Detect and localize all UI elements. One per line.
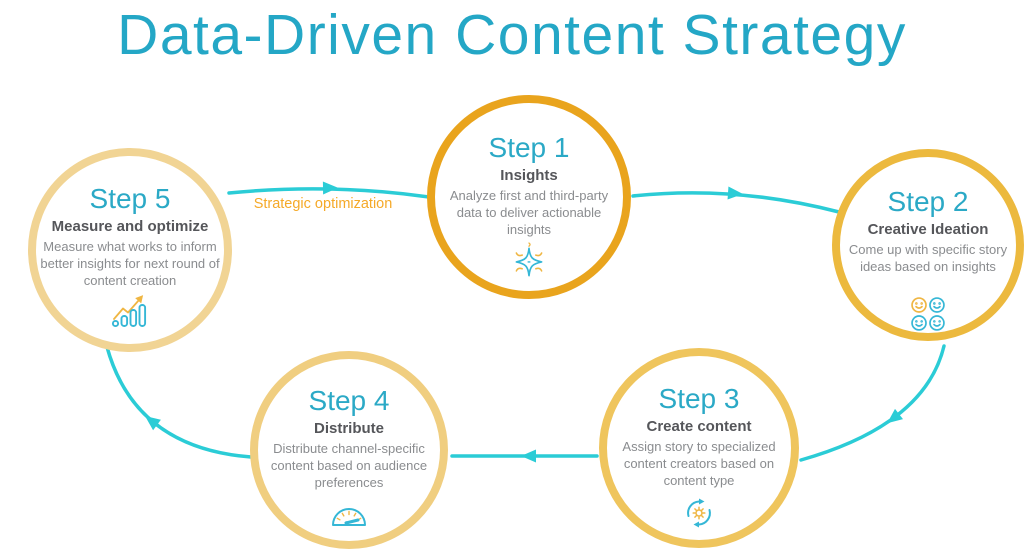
sparkle-icon [508, 242, 550, 289]
step-title: Step 1 [488, 132, 570, 163]
arrowhead-icon [322, 181, 338, 195]
step-1-circle: Step 1 Insights Analyze first and third-… [427, 95, 631, 299]
step-description: Assign story to specialized content crea… [622, 438, 776, 489]
step-subtitle: Insights [500, 166, 558, 184]
arrowhead-icon [521, 449, 536, 463]
step-description: Distribute channel-specific content base… [270, 440, 428, 491]
step-5-circle: Step 5 Measure and optimize Measure what… [28, 148, 232, 352]
step-description: Analyze first and third-party data to de… [449, 187, 609, 238]
gauge-icon [327, 499, 371, 534]
step-title: Step 3 [658, 383, 740, 414]
step-subtitle: Creative Ideation [867, 220, 989, 238]
smileys-icon [909, 295, 947, 338]
step-description: Come up with specific story ideas based … [848, 241, 1008, 274]
arrow-step4-to-step5 [105, 345, 253, 459]
step-description: Measure what works to inform better insi… [40, 238, 220, 289]
bar-chart-icon [110, 293, 150, 334]
connector-label: Strategic optimization [253, 196, 393, 212]
step-subtitle: Distribute [313, 419, 384, 437]
arrowhead-icon [887, 408, 904, 424]
step-subtitle: Create content [646, 417, 752, 435]
arrowhead-icon [145, 415, 161, 431]
step-3-circle: Step 3 Create content Assign story to sp… [599, 348, 799, 548]
arrowhead-icon [727, 186, 743, 200]
step-subtitle: Measure and optimize [51, 217, 209, 235]
arrow-step2-to-step3 [799, 344, 946, 462]
sync-gear-icon [679, 493, 719, 538]
step-title: Step 5 [89, 183, 171, 214]
step-2-circle: Step 2 Creative Ideation Come up with sp… [832, 149, 1024, 341]
step-title: Step 2 [887, 186, 969, 217]
step-4-circle: Step 4 Distribute Distribute channel-spe… [250, 351, 448, 549]
step-title: Step 4 [308, 385, 390, 416]
page-title: Data-Driven Content Strategy [117, 3, 907, 67]
